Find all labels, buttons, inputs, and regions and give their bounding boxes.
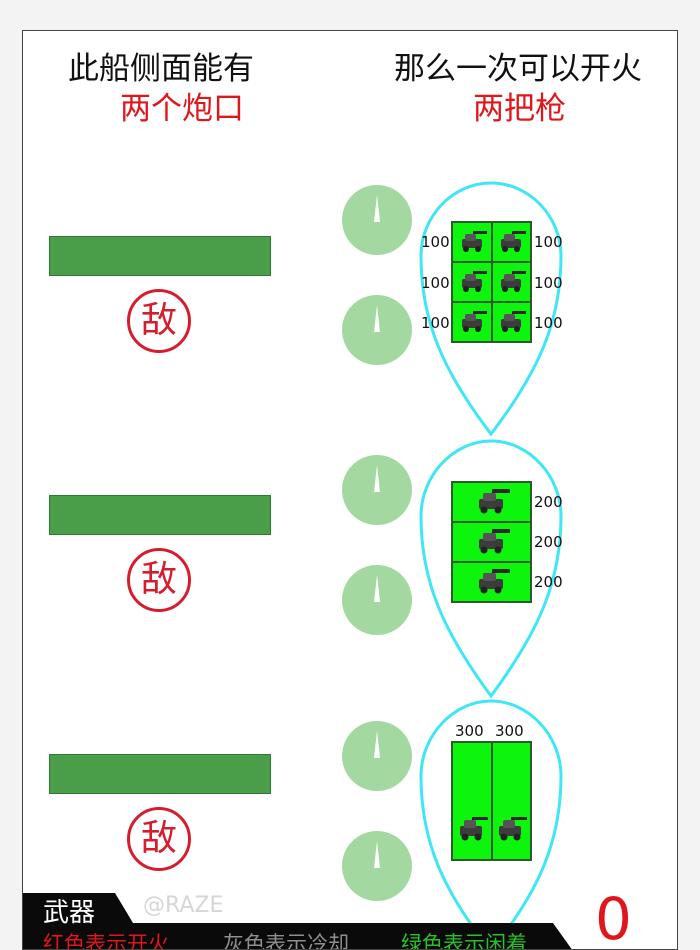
weapon-value: 100	[534, 314, 563, 332]
weapon-value: 100	[421, 274, 450, 292]
gauge-dial	[342, 295, 412, 365]
weapon-panel-3	[451, 741, 532, 861]
turret-icon	[472, 525, 512, 559]
turret-icon	[472, 485, 512, 519]
weapon-value: 200	[534, 493, 563, 511]
turret-icon	[456, 227, 488, 257]
weapon-value: 300	[455, 722, 484, 740]
weapon-value: 100	[534, 233, 563, 251]
score-counter: 0	[595, 885, 632, 950]
turret-slot[interactable]	[452, 302, 492, 342]
turret-icon	[493, 813, 529, 845]
enemy-marker-3[interactable]: 敌	[127, 807, 191, 871]
header-left-line1: 此船侧面能有	[68, 51, 254, 87]
header-right-line2: 两把枪	[473, 91, 566, 127]
weapon-panel-1	[451, 221, 532, 343]
turret-slot[interactable]	[452, 742, 492, 860]
turret-icon	[472, 565, 512, 599]
weapon-value: 100	[534, 274, 563, 292]
gauge-dial	[342, 455, 412, 525]
watermark: @RAZE	[143, 893, 224, 918]
weapon-value: 200	[534, 573, 563, 591]
turret-icon	[495, 267, 527, 297]
turret-icon	[456, 267, 488, 297]
gauge-dial	[342, 185, 412, 255]
gauge-dial	[342, 721, 412, 791]
enemy-ship-2	[49, 495, 271, 535]
turret-slot[interactable]	[452, 482, 531, 522]
legend-gray: 灰色表示冷却	[223, 932, 349, 950]
enemy-ship-3	[49, 754, 271, 794]
legend-red: 红色表示开火	[43, 932, 169, 950]
weapons-bar: 武器 @RAZE 红色表示开火 灰色表示冷却 绿色表示闲着 0	[23, 887, 677, 950]
weapons-title: 武器	[43, 898, 96, 928]
weapons-bar-background	[23, 893, 572, 949]
enemy-marker-1[interactable]: 敌	[127, 289, 191, 353]
gauge-dial	[342, 831, 412, 901]
turret-icon	[495, 307, 527, 337]
turret-slot[interactable]	[491, 222, 531, 262]
turret-icon	[456, 307, 488, 337]
game-stage: 此船侧面能有 两个炮口 那么一次可以开火 两把枪 敌 敌 敌 100 100 1…	[22, 30, 678, 950]
turret-slot[interactable]	[491, 262, 531, 302]
turret-slot[interactable]	[491, 302, 531, 342]
turret-icon	[454, 813, 490, 845]
turret-slot[interactable]	[452, 262, 492, 302]
gauge-dial	[342, 565, 412, 635]
header-left-line2: 两个炮口	[120, 91, 244, 127]
weapon-value: 200	[534, 533, 563, 551]
weapon-value: 100	[421, 233, 450, 251]
weapon-value: 300	[495, 722, 524, 740]
header-right-line1: 那么一次可以开火	[394, 51, 642, 87]
enemy-marker-2[interactable]: 敌	[127, 548, 191, 612]
weapon-panel-2	[451, 481, 532, 603]
turret-icon	[495, 227, 527, 257]
turret-slot[interactable]	[452, 522, 531, 562]
turret-slot[interactable]	[452, 562, 531, 602]
enemy-ship-1	[49, 236, 271, 276]
legend-green: 绿色表示闲着	[401, 932, 527, 950]
turret-slot[interactable]	[452, 222, 492, 262]
weapon-value: 100	[421, 314, 450, 332]
turret-slot[interactable]	[491, 742, 531, 860]
